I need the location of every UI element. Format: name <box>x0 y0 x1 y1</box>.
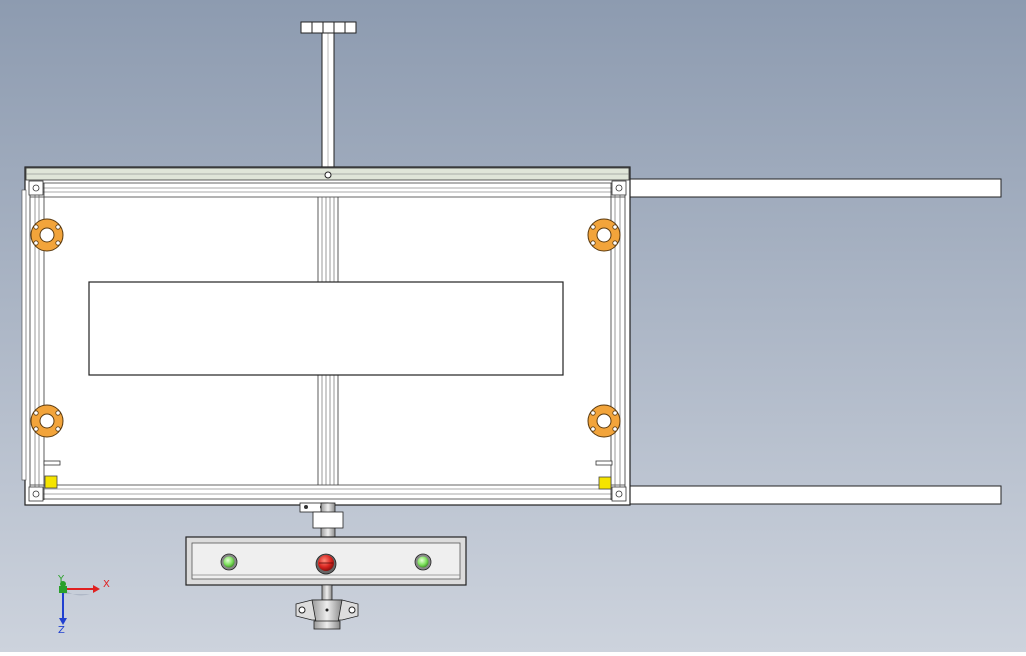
sensor-icon <box>44 475 58 489</box>
mount-flange-icon[interactable] <box>30 218 64 252</box>
mount-group <box>30 218 621 438</box>
mount-flange-icon[interactable] <box>587 218 621 252</box>
green-indicator-icon[interactable] <box>220 553 238 571</box>
sensor-right[interactable] <box>595 460 613 490</box>
emergency-stop-icon[interactable] <box>315 553 337 575</box>
base-mount[interactable] <box>295 584 359 630</box>
y-axis-label: Y <box>57 574 65 585</box>
corner-brackets <box>28 180 627 502</box>
green-indicator-icon[interactable] <box>414 553 432 571</box>
mount-flange-icon[interactable] <box>30 404 64 438</box>
control-panel[interactable] <box>185 536 467 586</box>
top-rail-screw-icon <box>324 171 332 179</box>
bottom-connector[interactable] <box>299 502 344 539</box>
coordinate-triad[interactable]: X Y Z <box>57 574 110 636</box>
mount-flange-icon[interactable] <box>587 404 621 438</box>
sensor-left[interactable] <box>43 460 61 489</box>
x-axis-label: X <box>103 579 110 590</box>
center-panel[interactable] <box>88 281 564 376</box>
top-handle[interactable] <box>300 21 357 169</box>
z-axis-label: Z <box>58 625 65 636</box>
sensor-icon <box>598 476 612 490</box>
